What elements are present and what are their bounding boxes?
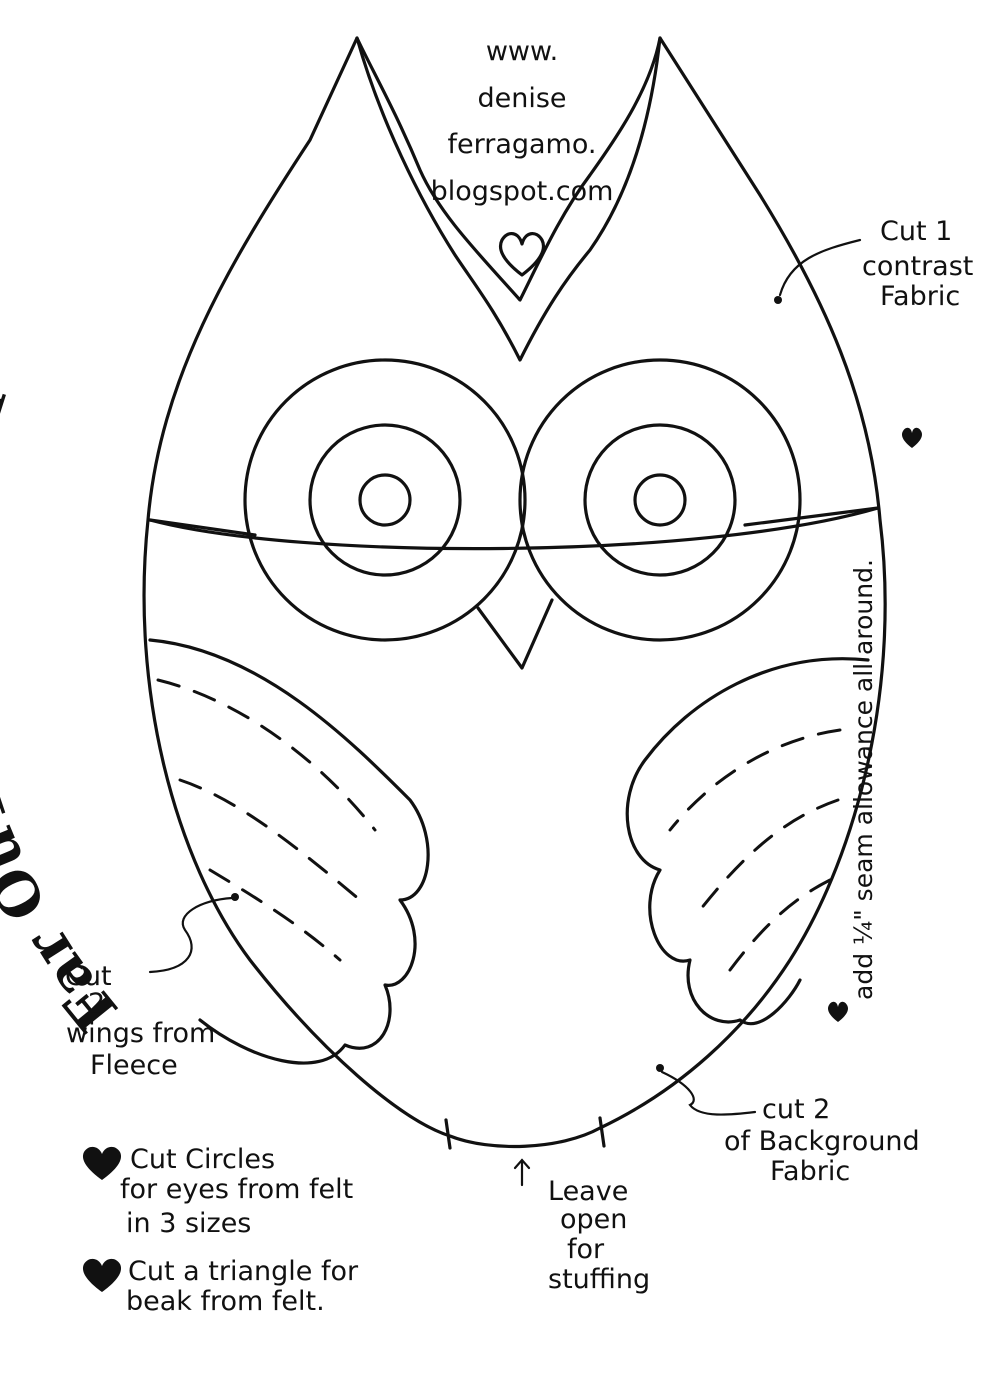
right-wing-stitch-1 (668, 728, 842, 832)
note-1-line-1: Cut Circles (130, 1144, 275, 1175)
opening-label-1: Leave (548, 1176, 628, 1207)
opening-label-2: open (560, 1204, 627, 1235)
right-eye-middle (583, 423, 737, 577)
note-1-line-3: in 3 sizes (126, 1208, 251, 1239)
left-eye-middle (308, 423, 462, 577)
contrast-dot (774, 296, 782, 304)
background-label-1: cut 2 (762, 1094, 830, 1125)
heart-icon (499, 232, 545, 277)
website-line-4: blogspot.com (431, 176, 614, 207)
heart-icon-note-1 (82, 1146, 122, 1180)
owl-body-outline (142, 36, 887, 1149)
website-line-3: ferragamo. (447, 129, 596, 160)
arrow-up-icon (513, 1158, 531, 1187)
head-contrast-piece (355, 36, 662, 362)
opening-mark-left (444, 1118, 452, 1150)
left-wing-stitch-3 (208, 868, 342, 962)
wings-dot (231, 893, 239, 901)
wings-label-4: Fleece (90, 1050, 178, 1081)
left-eye-inner (358, 473, 412, 527)
contrast-label-2: contrast (862, 251, 973, 282)
left-wing-stitch-1 (156, 678, 377, 832)
pattern-title: Far OuT OwL PLusH (0, 376, 131, 1044)
background-dot (656, 1064, 664, 1072)
opening-label-3: for (567, 1234, 605, 1265)
opening-label-4: stuffing (548, 1264, 650, 1295)
contrast-leader (778, 238, 862, 297)
contrast-label-1: Cut 1 (880, 216, 952, 247)
seam-heart-bottom (828, 1001, 848, 1022)
wings-label-3: wings from (66, 1018, 215, 1049)
right-wing (625, 657, 870, 1026)
website-line-1: www. (486, 36, 558, 67)
right-wing-stitch-3 (728, 878, 832, 972)
band-line-lower (148, 506, 880, 551)
wings-label-2: 2 (88, 988, 105, 1019)
seam-allowance-note: add ¼" seam allowance all around. (849, 559, 878, 1000)
left-wing (148, 638, 430, 1065)
wings-leader (148, 896, 234, 974)
beak (476, 598, 554, 670)
right-wing-stitch-2 (698, 798, 840, 912)
seam-heart-top (902, 427, 922, 448)
left-eye-outer (243, 358, 527, 642)
band-line-left (148, 518, 257, 537)
opening-mark-right (598, 1116, 606, 1148)
contrast-label-3: Fabric (880, 281, 960, 312)
website-line-2: denise (477, 83, 566, 114)
background-label-3: Fabric (770, 1156, 850, 1187)
note-2-line-1: Cut a triangle for (128, 1256, 359, 1287)
right-eye-outer (518, 358, 802, 642)
left-wing-stitch-2 (178, 778, 362, 902)
background-leader (660, 1070, 757, 1116)
note-1-line-2: for eyes from felt (120, 1174, 353, 1205)
right-eye-inner (633, 473, 687, 527)
wings-label-1: Cut (65, 961, 112, 992)
heart-icon-note-2 (82, 1258, 122, 1292)
background-label-2: of Background (724, 1126, 920, 1157)
note-2-line-2: beak from felt. (126, 1286, 325, 1317)
band-line-right (743, 506, 880, 527)
